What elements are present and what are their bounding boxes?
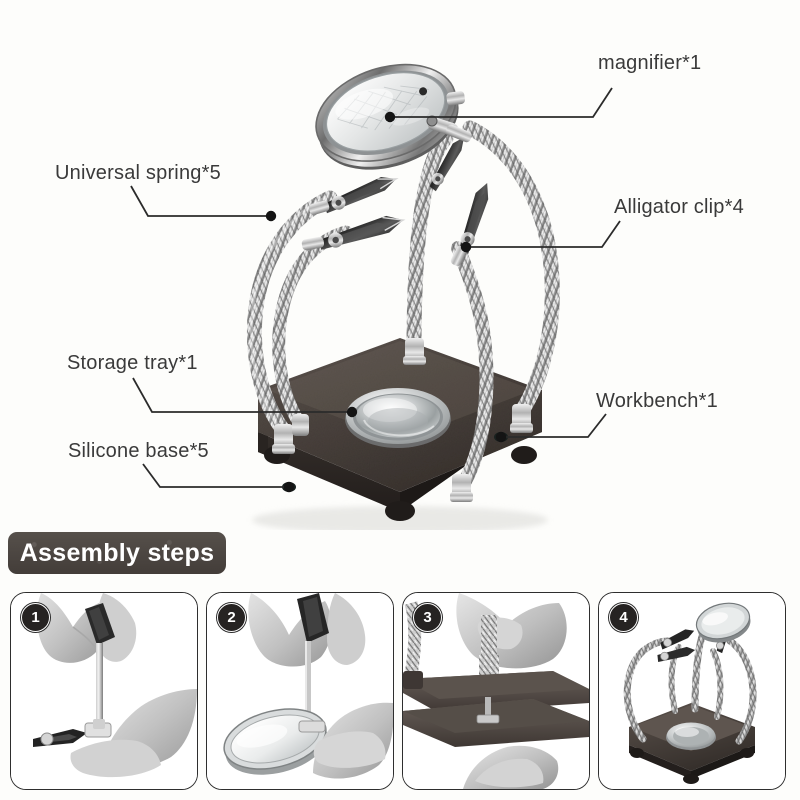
magnifier: [315, 63, 466, 170]
gooseneck-arm-front-right: [450, 241, 494, 502]
step-3-photo: [403, 593, 589, 789]
alligator-clip: [450, 183, 489, 267]
callout-label-alligator-clip: Alligator clip*4: [614, 196, 744, 218]
step-1-photo: [11, 593, 197, 789]
callout-label-storage-tray: Storage tray*1: [67, 352, 198, 374]
step-badge-4: 4: [609, 603, 638, 632]
alligator-clip: [308, 176, 399, 215]
silicone-foot: [385, 501, 415, 521]
assembly-steps-banner: Assembly steps: [8, 532, 226, 574]
step-4-photo: [599, 593, 785, 789]
step-2-photo: [207, 593, 393, 789]
alligator-clip: [429, 137, 465, 192]
storage-tray: [345, 388, 451, 448]
step-badge-1: 1: [21, 603, 50, 632]
assembly-steps-title: Assembly steps: [19, 538, 215, 567]
callout-label-universal-spring: Universal spring*5: [55, 162, 221, 184]
alligator-clip: [301, 215, 406, 251]
assembly-step-card-2: 2: [206, 592, 394, 790]
callout-label-silicone-base: Silicone base*5: [68, 440, 209, 462]
gooseneck-arm-magnifier: [403, 130, 454, 365]
callout-label-workbench: Workbench*1: [596, 390, 718, 412]
silicone-foot: [511, 446, 537, 464]
assembly-step-card-4: 4: [598, 592, 786, 790]
step-badge-2: 2: [217, 603, 246, 632]
assembly-steps-row: 1: [10, 592, 792, 790]
magnifier-mount: [426, 115, 472, 143]
assembly-step-card-1: 1: [10, 592, 198, 790]
product-illustration: magnifier*1 Universal spring*5 Alligator…: [55, 52, 744, 530]
assembly-step-card-3: 3: [402, 592, 590, 790]
callout-label-magnifier: magnifier*1: [598, 52, 702, 74]
step-badge-3: 3: [413, 603, 442, 632]
